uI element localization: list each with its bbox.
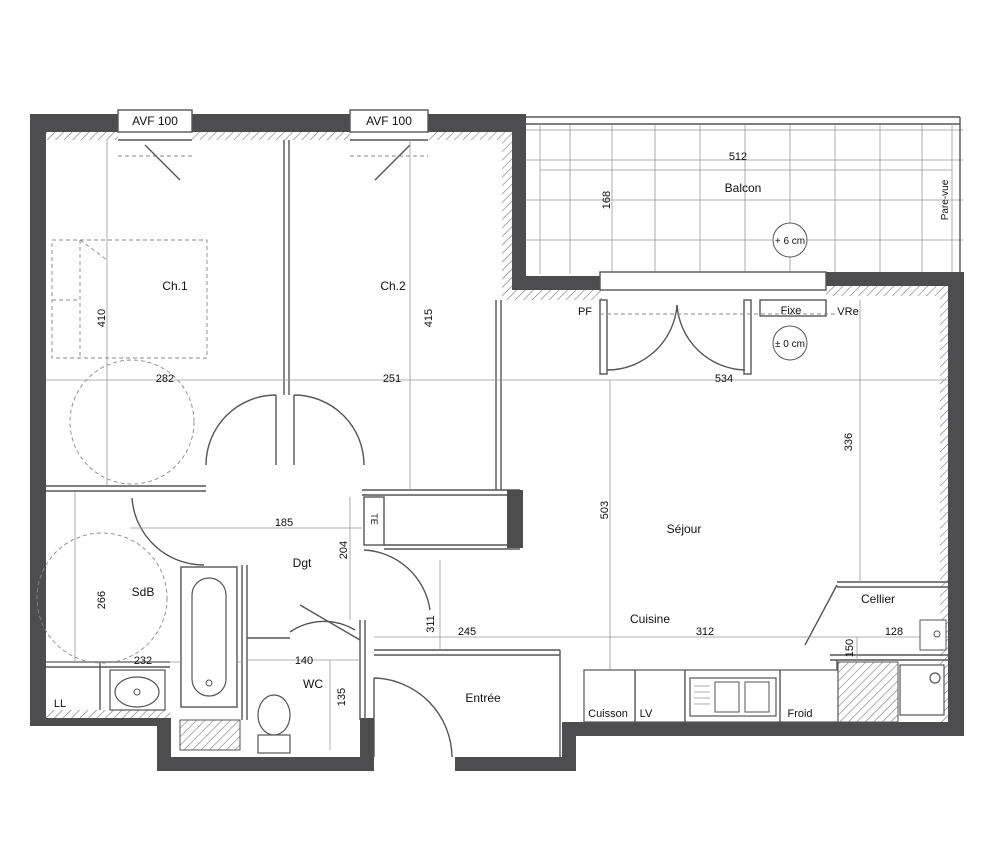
equip-ll: LL: [54, 698, 66, 710]
room-label-ch2: Ch.2: [380, 279, 406, 293]
turning-circle: [69, 359, 195, 485]
dim-dgt-w: 185: [275, 517, 293, 529]
dim-wc-w: 140: [295, 655, 313, 667]
room-label-entree: Entrée: [465, 691, 501, 705]
dim-balcon-h: 168: [601, 191, 613, 209]
turning-circle-sdb: [36, 532, 168, 664]
balcony: [523, 116, 963, 274]
level-balcon-text: + 6 cm: [775, 236, 805, 247]
equip-lv: LV: [640, 708, 653, 720]
room-label-cuisine: Cuisine: [630, 612, 670, 626]
dim-wc-h: 135: [336, 688, 348, 706]
dim-ch2-h: 415: [423, 309, 435, 327]
room-label-ch1: Ch.1: [162, 279, 188, 293]
dim-ch1-h: 410: [96, 309, 108, 327]
level-marker-balcon: + 6 cm: [772, 222, 808, 258]
dim-sdb-h: 266: [96, 591, 108, 609]
room-label-cellier: Cellier: [861, 592, 895, 606]
bay-window: [599, 271, 836, 317]
exterior-walls: [30, 114, 964, 771]
dim-sejour-w: 534: [715, 373, 733, 385]
equip-froid: Froid: [787, 708, 812, 720]
dim-ch1-w: 282: [156, 373, 174, 385]
equip-te: TE: [369, 513, 379, 525]
equip-pf: PF: [578, 306, 592, 318]
furniture: [36, 239, 947, 754]
dim-cuisine-w: 312: [696, 626, 714, 638]
water-heater: [899, 664, 945, 716]
window-label-ch2: AVF 100: [366, 114, 412, 128]
dim-sejour-h: 503: [599, 501, 611, 519]
window-label-ch1: AVF 100: [132, 114, 178, 128]
guide-lines: [46, 124, 952, 750]
dim-cellier-w: 128: [885, 626, 903, 638]
dim-cellier-h: 150: [844, 639, 856, 657]
room-label-balcon: Balcon: [725, 181, 762, 195]
partitions: [46, 140, 948, 757]
dim-entree-h: 311: [425, 615, 437, 633]
level-sejour-text: ± 0 cm: [775, 339, 805, 350]
equip-fixe: Fixe: [781, 305, 802, 317]
dim-dgt-h: 204: [338, 541, 350, 559]
insulation: [46, 132, 948, 722]
column: [507, 490, 523, 548]
dim-ch2-w: 251: [383, 373, 401, 385]
bedroom-windows: [117, 109, 429, 181]
room-label-sejour: Séjour: [667, 522, 702, 536]
dim-sdb-w: 232: [134, 655, 152, 667]
doors: [131, 299, 752, 758]
bed: [51, 239, 208, 359]
balcony-tiles: [523, 125, 963, 274]
equip-vre: VRe: [837, 306, 858, 318]
equip-pare-vue: Pare-vue: [940, 179, 951, 220]
dim-balcon-w: 512: [729, 151, 747, 163]
equip-cuisson: Cuisson: [588, 708, 628, 720]
room-label-sdb: SdB: [132, 585, 155, 599]
dim-entree-w: 245: [458, 626, 476, 638]
dim-sejour-h-right: 336: [843, 433, 855, 451]
room-label-wc: WC: [303, 677, 323, 691]
room-label-dgt: Dgt: [293, 556, 312, 570]
level-marker-sejour: ± 0 cm: [772, 325, 808, 361]
toilet: [257, 734, 291, 754]
